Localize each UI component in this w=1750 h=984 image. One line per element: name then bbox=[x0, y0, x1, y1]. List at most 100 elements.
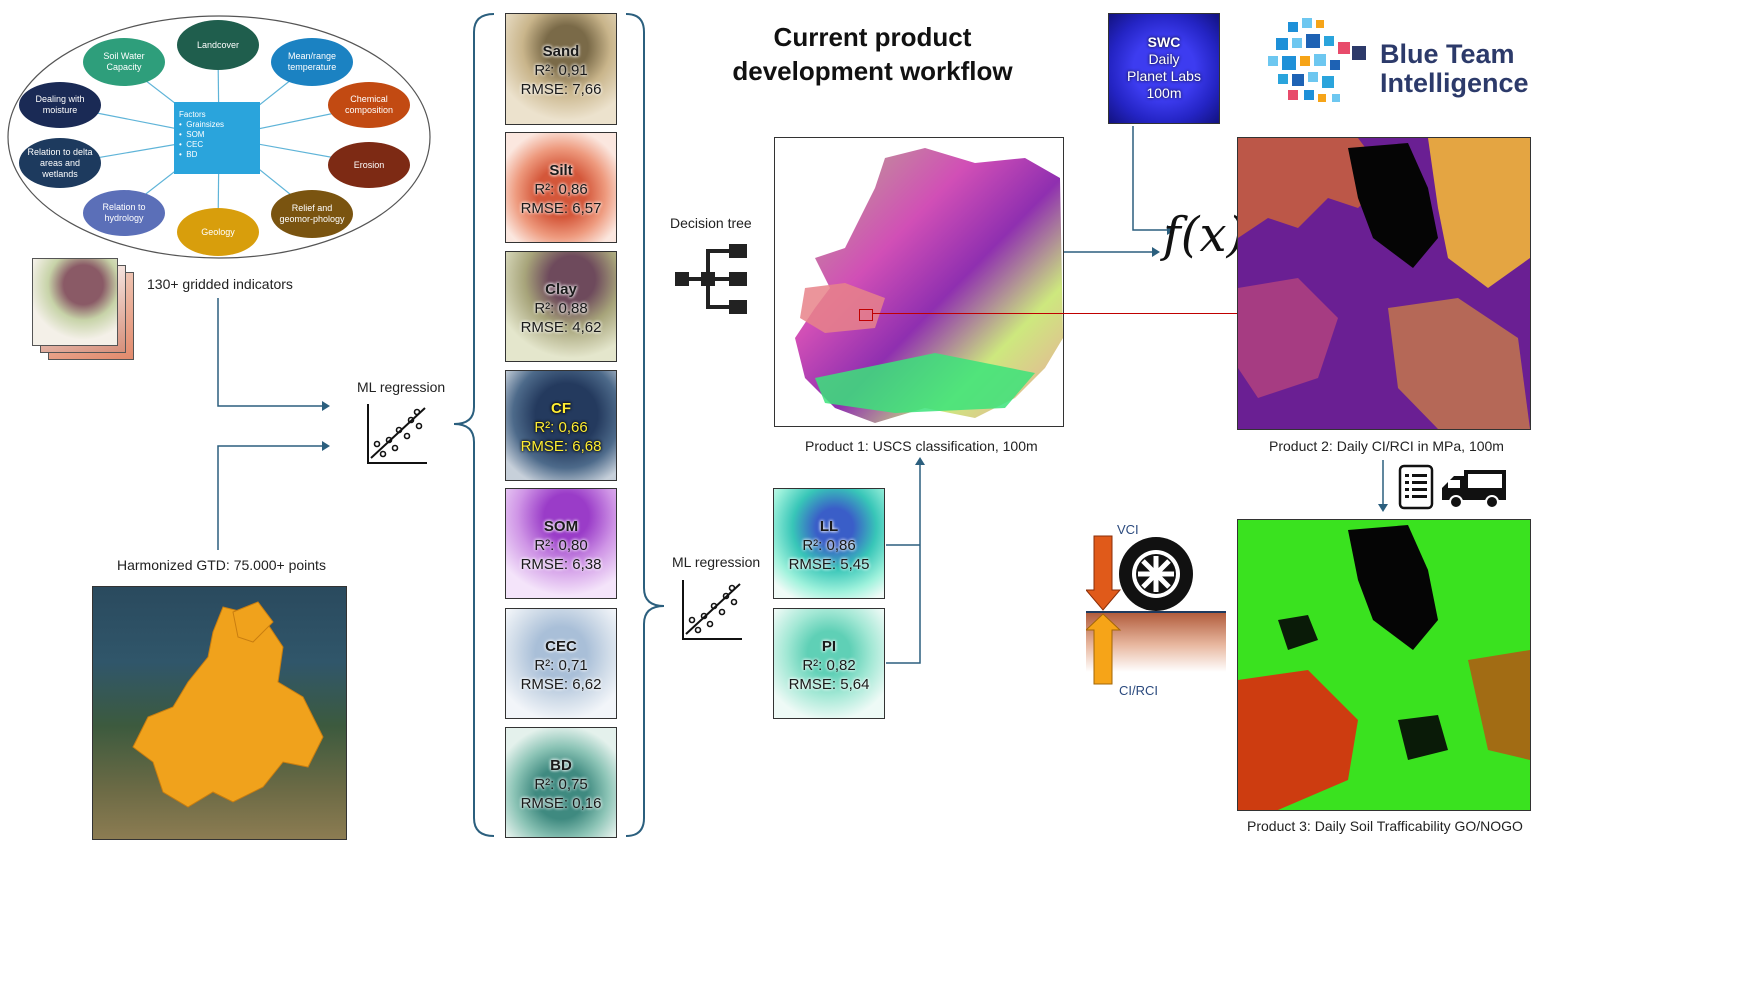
ml-regression-caption-2: ML regression bbox=[672, 554, 761, 570]
indicator-layer-top bbox=[32, 258, 118, 346]
factor-item: • BD bbox=[179, 150, 198, 159]
map-r2: R²: 0,88 bbox=[534, 300, 588, 317]
node-chemical: Chemical composition bbox=[328, 82, 410, 128]
map-r2: R²: 0,86 bbox=[534, 181, 588, 198]
scatter-plot-icon bbox=[367, 404, 427, 464]
title-line-2: development workflow bbox=[732, 56, 1013, 86]
node-relief: Relief and geomor-phology bbox=[271, 190, 353, 238]
tire-and-arrows bbox=[1086, 535, 1193, 685]
product1-uscs-map bbox=[774, 137, 1064, 427]
product2-map-shapes bbox=[1238, 138, 1530, 429]
title-line-1: Current product bbox=[773, 22, 972, 52]
product1-caption: Product 1: USCS classification, 100m bbox=[805, 438, 1038, 454]
product3-go-nogo-map bbox=[1237, 519, 1531, 811]
node-delta-wetlands: Relation to delta areas and wetlands bbox=[19, 138, 101, 188]
swc-daily-map: SWC Daily Planet Labs 100m bbox=[1108, 13, 1220, 124]
product2-to-product3-arrow bbox=[1378, 460, 1388, 512]
map-r2: R²: 0,80 bbox=[534, 537, 588, 554]
map-rmse: RMSE: 7,66 bbox=[520, 81, 602, 98]
logo-line-2: Intelligence bbox=[1380, 68, 1529, 98]
map-name: SOM bbox=[543, 518, 579, 535]
factors-diagram: Factors • Grainsizes • SOM • CEC • BD La… bbox=[6, 14, 433, 260]
ll-pi-merge-arrow bbox=[886, 457, 925, 664]
page-title: Current product development workflow bbox=[700, 20, 1045, 88]
product1-to-fx-arrow bbox=[1064, 247, 1160, 257]
factor-item: • Grainsizes bbox=[179, 120, 225, 129]
swc-line-2: Daily bbox=[1148, 51, 1180, 67]
right-bracket bbox=[625, 13, 665, 837]
map-name: LL bbox=[819, 518, 839, 535]
swc-line-1: SWC bbox=[1147, 34, 1181, 50]
map-rmse: RMSE: 5,45 bbox=[788, 556, 870, 573]
factor-item: • CEC bbox=[179, 140, 204, 149]
node-temperature: Mean/range temperature bbox=[271, 38, 353, 86]
gtd-points-map bbox=[92, 586, 347, 840]
node-hydrology: Relation to hydrology bbox=[83, 190, 165, 236]
product3-map-shapes bbox=[1238, 520, 1530, 810]
node-geology: Geology bbox=[177, 208, 259, 256]
map-rmse: RMSE: 4,62 bbox=[520, 319, 602, 336]
gridded-caption: 130+ gridded indicators bbox=[147, 276, 293, 292]
map-r2: R²: 0,82 bbox=[802, 657, 856, 674]
node-erosion: Erosion bbox=[328, 142, 410, 188]
left-bracket bbox=[453, 13, 495, 837]
map-name: PI bbox=[821, 638, 837, 655]
factors-center-box: Factors • Grainsizes • SOM • CEC • BD bbox=[174, 102, 260, 174]
product2-ci-rci-map bbox=[1237, 137, 1531, 430]
map-rmse: RMSE: 6,57 bbox=[520, 200, 602, 217]
product2-caption: Product 2: Daily CI/RCI in MPa, 100m bbox=[1269, 438, 1504, 454]
map-rmse: RMSE: 6,68 bbox=[520, 438, 602, 455]
map-r2: R²: 0,91 bbox=[534, 62, 588, 79]
map-name: CF bbox=[551, 400, 571, 417]
product3-caption: Product 3: Daily Soil Trafficability GO/… bbox=[1247, 818, 1523, 834]
zoom-region-marker bbox=[859, 309, 873, 321]
map-name: Silt bbox=[549, 162, 573, 179]
map-name: CEC bbox=[545, 638, 577, 655]
scatter-plot-icon-2 bbox=[682, 580, 742, 640]
map-name: Sand bbox=[542, 43, 580, 60]
map-rmse: RMSE: 6,62 bbox=[520, 676, 602, 693]
swc-line-4: 100m bbox=[1146, 85, 1182, 101]
swc-to-fx-arrow bbox=[1132, 126, 1175, 235]
vci-label: VCI bbox=[1117, 522, 1139, 537]
fx-text: f(x) bbox=[1163, 207, 1246, 263]
logo-wordmark: Blue Team Intelligence bbox=[1380, 40, 1529, 98]
input-arrows bbox=[217, 298, 330, 550]
factor-item: • SOM bbox=[179, 130, 205, 139]
map-r2: R²: 0,71 bbox=[534, 657, 588, 674]
gridded-indicators-stack bbox=[32, 258, 136, 362]
truck-icon bbox=[1442, 470, 1506, 509]
map-r2: R²: 0,75 bbox=[534, 776, 588, 793]
harmonized-caption: Harmonized GTD: 75.000+ points bbox=[117, 557, 326, 573]
factors-heading: Factors bbox=[179, 110, 206, 119]
decision-tree-icon bbox=[675, 244, 747, 314]
document-list-icon bbox=[1398, 464, 1434, 510]
logo-line-1: Blue Team bbox=[1380, 39, 1515, 69]
product1-europe-shape bbox=[795, 148, 1063, 423]
decision-tree-caption: Decision tree bbox=[670, 215, 752, 231]
logo-mosaic-icon bbox=[1268, 18, 1366, 102]
tire-load-diagram: VCI CI/RCI bbox=[1086, 518, 1228, 698]
map-rmse: RMSE: 0,16 bbox=[520, 795, 602, 812]
gtd-europe-shape bbox=[132, 601, 324, 808]
node-landcover: Landcover bbox=[177, 20, 259, 70]
blue-team-logo: Blue Team Intelligence bbox=[1268, 14, 1534, 114]
map-rmse: RMSE: 5,64 bbox=[788, 676, 870, 693]
map-rmse: RMSE: 6,38 bbox=[520, 556, 602, 573]
map-r2: R²: 0,86 bbox=[802, 537, 856, 554]
zoom-link-line bbox=[872, 313, 1237, 314]
node-moisture: Dealing with moisture bbox=[19, 82, 101, 128]
function-fx-symbol: f(x) bbox=[1163, 205, 1245, 265]
ci-rci-label: CI/RCI bbox=[1119, 683, 1158, 698]
node-soil-water-capacity: Soil Water Capacity bbox=[83, 38, 165, 86]
swc-line-3: Planet Labs bbox=[1127, 68, 1201, 84]
